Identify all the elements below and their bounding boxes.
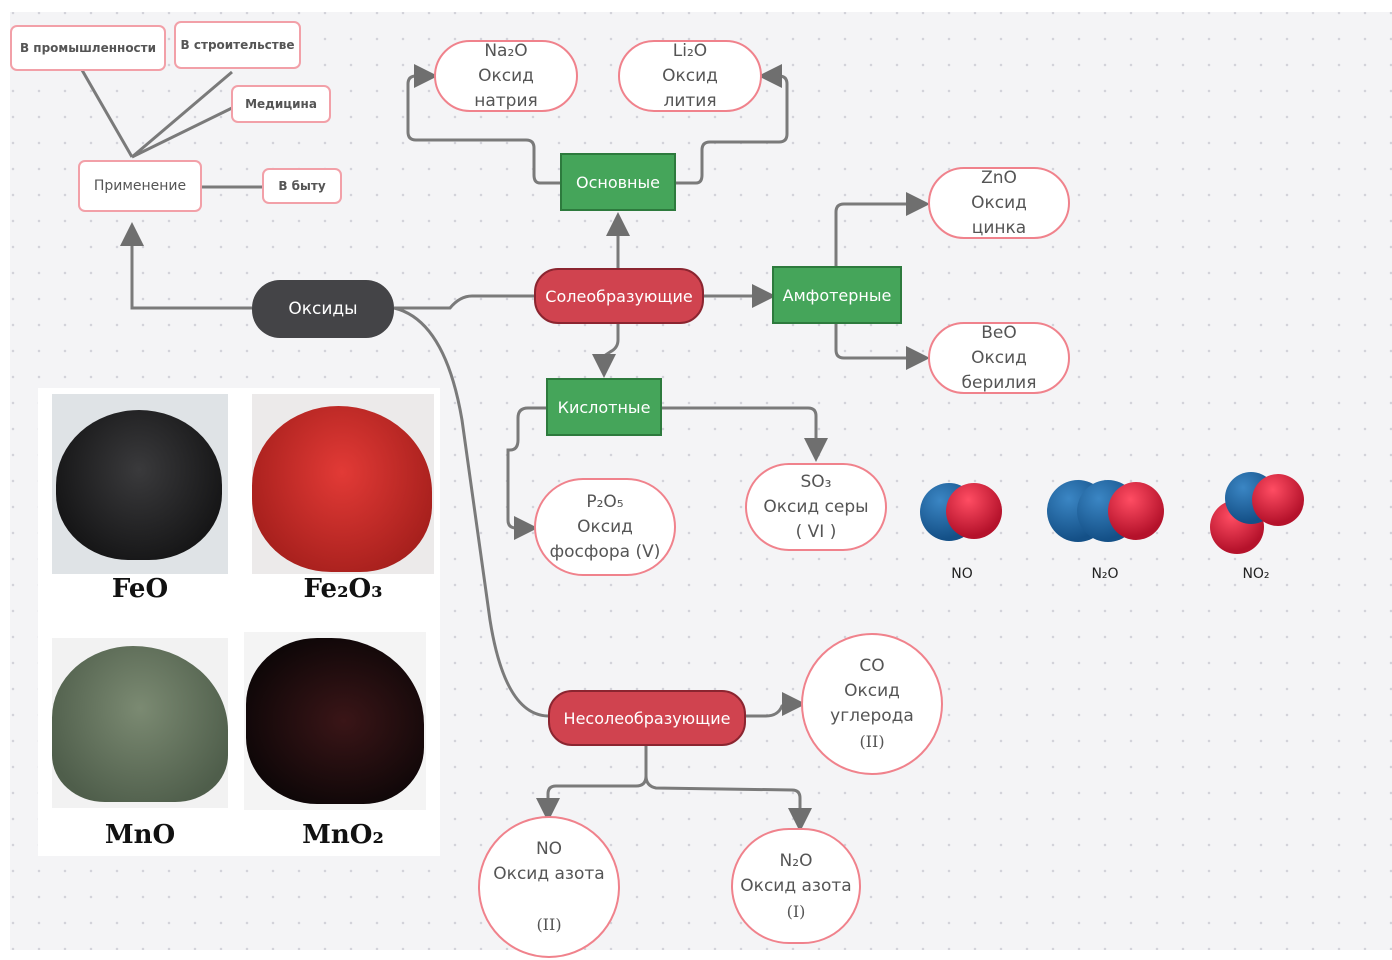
acidic-oxides-label: Кислотные [557,397,651,417]
molecule-no2-label: NO₂ [1242,566,1270,582]
example-zno[interactable]: ZnO Оксид цинка [928,167,1070,239]
root-label: Оксиды [288,299,358,319]
example-line: Оксид азота [740,875,852,896]
formula-label: N₂O [779,850,813,871]
basic-oxides-node[interactable]: Основные [560,153,676,211]
example-line: Оксид [662,65,718,86]
example-beo[interactable]: BeO Оксид берилия [928,322,1070,394]
formula-label: SO₃ [800,471,832,492]
example-line: берилия [961,372,1037,393]
example-line: Оксид [971,192,1027,213]
example-line: ( VI ) [795,521,837,542]
usage-home-tag[interactable]: В быту [262,168,342,204]
mno2-label: MnO₂ [302,820,384,850]
example-na2o[interactable]: Na₂O Оксид натрия [434,40,578,112]
root-node-oxides[interactable]: Оксиды [252,280,394,338]
basic-oxides-label: Основные [575,172,660,192]
usage-label: Применение [93,178,187,194]
example-line: (II) [536,915,562,934]
feo-photo [52,394,228,574]
example-line: Оксид [577,516,633,537]
formula-label: BeO [981,322,1017,343]
feo-label: FeO [111,574,169,604]
example-line: Оксид азота [493,864,605,884]
fe2o3-label: Fe₂O₃ [303,574,383,604]
usage-industry-tag[interactable]: В промышленности [10,25,166,71]
molecule-no-label: NO [951,566,973,582]
formula-label: CO [859,656,885,676]
example-line: лития [663,90,717,111]
example-line: углерода [830,706,914,726]
example-co[interactable]: CO Оксид углерода (II) [801,633,943,775]
fe2o3-photo [252,394,434,574]
example-li2o[interactable]: Li₂O Оксид лития [618,40,762,112]
example-line: Оксид [971,347,1027,368]
oxide-photo-panel: FeO Fe₂O₃ MnO MnO₂ [38,388,440,856]
non-salt-forming-label: Несолеобразующие [563,708,731,728]
formula-label: Li₂O [672,40,708,61]
usage-medicine-tag[interactable]: Медицина [231,85,331,123]
formula-label: P₂O₅ [586,491,624,512]
example-so3[interactable]: SO₃ Оксид серы ( VI ) [745,463,887,551]
salt-forming-node[interactable]: Солеобразующие [534,268,704,324]
example-p2o5[interactable]: P₂O₅ Оксид фосфора (V) [534,478,676,576]
formula-label: ZnO [981,167,1017,188]
example-line: (II) [859,732,885,751]
salt-forming-label: Солеобразующие [545,286,693,306]
usage-node[interactable]: Применение [78,160,202,212]
usage-medicine-label: Медицина [245,97,317,111]
example-line: натрия [474,90,538,111]
mno-photo [52,638,228,808]
example-line: цинка [971,217,1027,238]
example-line: Оксид [478,65,534,86]
example-line: Оксид серы [763,496,869,517]
formula-label: Na₂O [484,40,528,61]
molecule-n2o-label: N₂O [1091,566,1119,582]
example-line: фосфора (V) [549,541,661,562]
amphoteric-oxides-label: Амфотерные [782,285,892,305]
example-line: Оксид [844,681,900,701]
usage-construction-tag[interactable]: В строительстве [174,21,301,69]
example-no[interactable]: NO Оксид азота (II) [478,816,620,958]
formula-label: NO [535,839,563,859]
amphoteric-oxides-node[interactable]: Амфотерные [772,266,902,324]
mno2-photo [244,632,426,810]
acidic-oxides-node[interactable]: Кислотные [546,378,662,436]
usage-construction-label: В строительстве [180,38,295,52]
example-n2o[interactable]: N₂O Оксид азота (I) [731,828,861,944]
usage-industry-label: В промышленности [19,41,157,55]
usage-home-label: В быту [278,179,326,193]
mno-label: MnO [104,820,176,850]
example-line: (I) [786,901,806,921]
non-salt-forming-node[interactable]: Несолеобразующие [548,690,746,746]
